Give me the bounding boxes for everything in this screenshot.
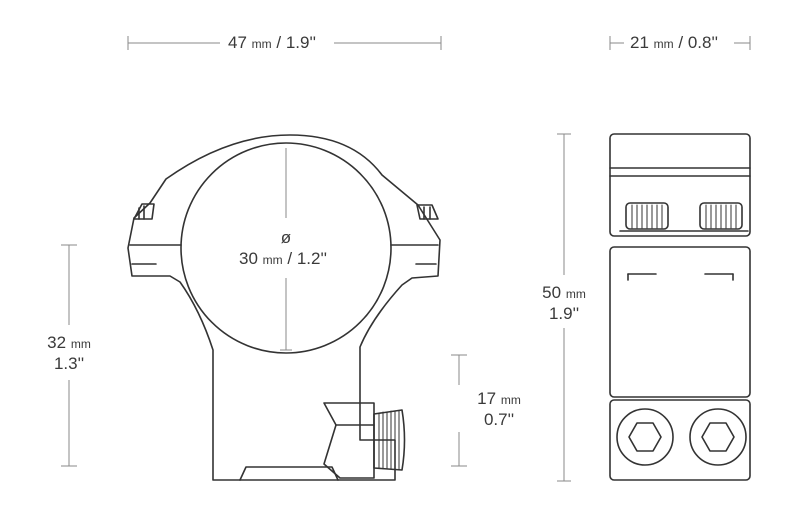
hex-bolt-left	[616, 408, 674, 466]
bore-label: 30 mm / 1.2''	[239, 249, 327, 270]
width-front-unit: mm	[251, 37, 272, 51]
base-height-unit: mm	[500, 393, 521, 407]
clamp-knob	[373, 409, 406, 471]
base-height-label: 17 mm 0.7''	[459, 389, 539, 429]
center-height-imperial: 1.3''	[53, 354, 85, 373]
dimension-lines	[61, 36, 751, 482]
side-top-cap	[609, 133, 751, 237]
total-height-unit: mm	[565, 287, 586, 301]
total-height-imperial: 1.9''	[548, 304, 580, 323]
bore-circle	[180, 142, 392, 354]
bore-value: 30	[239, 249, 258, 268]
bore-unit: mm	[262, 253, 283, 267]
base-height-value: 17	[477, 389, 497, 408]
bore-imperial: / 1.2''	[287, 249, 327, 268]
width-side-imperial: / 0.8''	[678, 33, 718, 52]
total-height-value: 50	[542, 283, 562, 302]
width-front-label: 47 mm / 1.9''	[228, 33, 316, 54]
total-height-label: 50 mm 1.9''	[524, 283, 604, 323]
center-height-unit: mm	[70, 337, 91, 351]
side-cap-screw-left	[625, 202, 669, 230]
right-cap-screw	[416, 204, 439, 220]
ring-side-view	[609, 133, 751, 481]
side-cap-screw-right	[699, 202, 743, 230]
side-upper-body	[609, 246, 751, 398]
base-height-imperial: 0.7''	[483, 410, 515, 429]
side-base	[609, 399, 751, 481]
ring-body-outline	[127, 134, 441, 481]
ring-front-view	[127, 134, 441, 481]
width-side-label: 21 mm / 0.8''	[630, 33, 718, 54]
width-side-value: 21	[630, 33, 649, 52]
bore-symbol: ø	[280, 228, 292, 247]
base-rail-slot	[239, 466, 339, 481]
width-front-value: 47	[228, 33, 247, 52]
hex-bolt-right	[689, 408, 747, 466]
width-side-unit: mm	[653, 37, 674, 51]
center-height-label: 32 mm 1.3''	[29, 333, 109, 373]
width-front-imperial: / 1.9''	[276, 33, 316, 52]
center-height-value: 32	[47, 333, 67, 352]
